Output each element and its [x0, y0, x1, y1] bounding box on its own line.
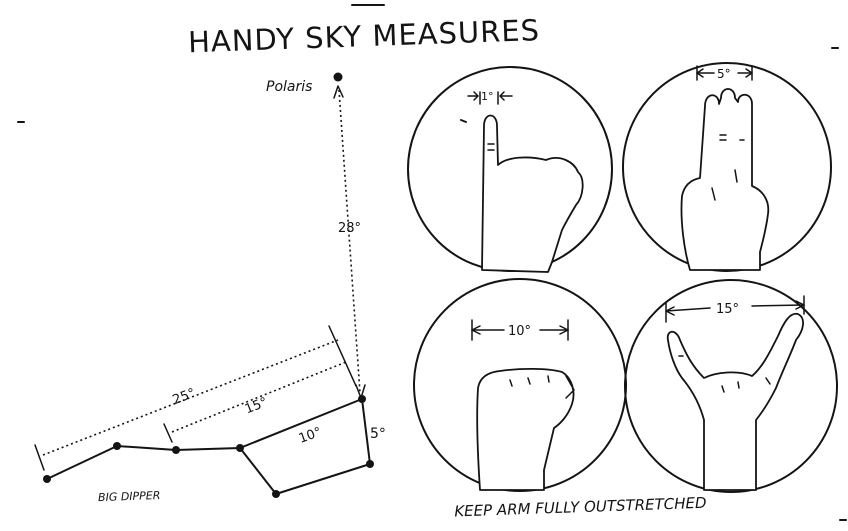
hand-little-finger-panel: 1° — [407, 66, 613, 273]
arrowhead-up — [333, 85, 344, 99]
arrow-right — [467, 91, 479, 101]
little-finger-hand — [481, 114, 584, 273]
measure-25-label: 25° — [171, 386, 198, 408]
pointer-to-polaris-line — [338, 89, 361, 394]
hand-spread-panel: 15° — [624, 279, 838, 493]
footer-instruction: KEEP ARM FULLY OUTSTRETCHED — [454, 494, 707, 521]
panel-circle — [622, 62, 832, 272]
big-dipper-label: BIG DIPPER — [98, 489, 161, 504]
measure-15-label: 15° — [243, 395, 270, 418]
arrow-left — [499, 91, 513, 101]
measure-1-label: 1° — [481, 90, 494, 103]
measure-5-label: 5° — [370, 426, 386, 442]
star-megrez — [236, 444, 244, 452]
star-merak — [366, 460, 374, 468]
polaris-label: Polaris — [266, 79, 312, 95]
dipper-asterism — [46, 398, 371, 495]
fist-hand — [476, 367, 575, 491]
hand-fist-panel: 10° — [413, 278, 627, 492]
polaris-star — [333, 72, 343, 82]
measure-10-label: 10° — [297, 425, 324, 447]
measure-28-label: 28° — [338, 221, 361, 236]
three-fingers-hand — [680, 88, 770, 271]
page-title: HANDY SKY MEASURES — [188, 13, 541, 59]
measure-5-label: 5° — [717, 67, 731, 81]
star-phecda — [272, 490, 280, 498]
star-alkaid — [43, 475, 51, 483]
hand-three-fingers-panel: 5° — [622, 62, 832, 272]
star-mizar — [113, 442, 121, 450]
measure-15-label: 15° — [716, 302, 739, 317]
star-alioth — [172, 446, 180, 454]
measure-10-label: 10° — [508, 324, 531, 339]
spread-hand — [666, 312, 804, 491]
star-dubhe — [358, 395, 366, 403]
panel-circle — [624, 279, 838, 493]
big-dipper-chart: Polaris 28° 25° 15° 10° 5° — [34, 72, 386, 504]
